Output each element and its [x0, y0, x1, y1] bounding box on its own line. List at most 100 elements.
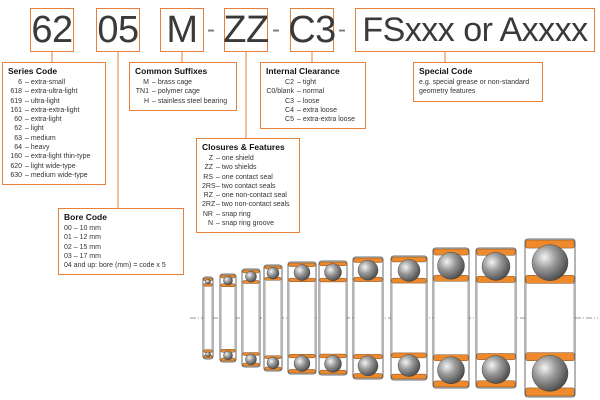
bearing-section — [219, 273, 237, 363]
bearing-section — [475, 247, 517, 389]
code-row: C3– loose — [266, 97, 360, 106]
code-description: – one non-contact seal — [216, 192, 287, 200]
code-key: 2RS — [202, 182, 216, 190]
code-row: 2RZ– two non-contact seals — [202, 200, 294, 209]
code-key: 620 — [10, 162, 22, 170]
code-description: – snap ring — [216, 210, 251, 218]
code-key: C5 — [285, 116, 294, 124]
code-key: C4 — [285, 106, 294, 114]
text-row: 03 – 17 mm — [64, 252, 101, 260]
code-key: RZ — [203, 192, 213, 200]
code-key: Z — [208, 155, 213, 162]
code-key: 6 — [18, 79, 22, 86]
code-key: 618 — [10, 88, 22, 96]
code-key: C2 — [285, 79, 294, 86]
code-description: – two non-contact seals — [216, 201, 290, 209]
code-description: – extra loose — [297, 106, 338, 114]
code-row: 160– extra-light thin-type — [8, 152, 100, 161]
code-description: – stainless steel bearing — [152, 97, 228, 105]
code-description: – one shield — [216, 155, 254, 162]
code-description: – snap ring groove — [216, 220, 274, 228]
closures-title: Closures & Features — [202, 142, 285, 152]
suffix-code-box: M — [160, 8, 204, 52]
code-description: – medium — [25, 134, 56, 142]
code-description: – extra-light thin-type — [25, 153, 91, 161]
code-key: 161 — [10, 106, 22, 114]
special-code-title: Special Code — [419, 66, 473, 76]
bearing-section — [241, 268, 261, 368]
code-row: RZ– one non-contact seal — [202, 191, 294, 200]
code-description: – one contact seal — [216, 173, 273, 181]
code-key: 619 — [10, 97, 22, 105]
code-row: M– brass cage — [135, 78, 231, 87]
bearing-section — [390, 255, 428, 381]
code-key: RS — [203, 173, 213, 181]
code-description: – extra-light — [25, 116, 62, 124]
code-key: C3 — [285, 97, 294, 105]
common-suffixes-title: Common Suffixes — [135, 66, 208, 76]
code-row: 63– medium — [8, 134, 100, 143]
clearance-code-box: C3 — [288, 8, 336, 52]
text-row: e.g. special grease or non-standard — [419, 79, 530, 86]
code-key: 63 — [14, 134, 22, 142]
code-key: ZZ — [204, 164, 213, 172]
code-row: H– stainless steel bearing — [135, 97, 231, 106]
internal-clearance-title: Internal Clearance — [266, 66, 340, 76]
code-row: 2RS– two contact seals — [202, 182, 294, 191]
code-key: C0/blank — [266, 88, 294, 96]
code-key: 630 — [10, 171, 22, 179]
code-row: ZZ– two shields — [202, 163, 294, 172]
series-code-title: Series Code — [8, 66, 58, 76]
text-row: geometry features — [419, 88, 476, 96]
code-description: – polymer cage — [152, 88, 200, 96]
code-key: NR — [202, 210, 213, 218]
code-description: – extra-extra-light — [25, 106, 80, 114]
text-row: 00 – 10 mm — [64, 225, 101, 232]
code-row: C2– tight — [266, 78, 360, 87]
bearing-section — [202, 276, 214, 360]
bearing-section — [318, 260, 348, 376]
special-code-list: e.g. special grease or non-standard geome… — [419, 78, 537, 97]
code-key: 62 — [14, 125, 22, 133]
text-row: 04 and up: bore (mm) = code x 5 — [64, 262, 166, 270]
code-row: NR– snap ring — [202, 210, 294, 219]
code-row: 618– extra-ultra-light — [8, 87, 100, 96]
code-row: C5– extra-extra loose — [266, 115, 360, 124]
code-row: 619– ultra-light — [8, 97, 100, 106]
bearing-section — [432, 247, 470, 389]
code-description: – heavy — [25, 144, 50, 152]
code-row: 630– medium wide-type — [8, 171, 100, 180]
separator-1: - — [207, 16, 215, 43]
code-description: – extra-ultra-light — [25, 88, 78, 96]
code-row: N– snap ring groove — [202, 219, 294, 228]
code-row: 6– extra-small — [8, 78, 100, 87]
code-row: Z– one shield — [202, 154, 294, 163]
bearing-section — [524, 238, 576, 398]
bearing-section — [263, 264, 283, 372]
code-key: TN1 — [135, 88, 149, 96]
code-key: 60 — [14, 116, 22, 124]
code-description: – tight — [297, 79, 317, 86]
code-row: 62– light — [8, 124, 100, 133]
code-description: – extra-small — [25, 79, 66, 86]
code-key: 2RZ — [202, 201, 216, 209]
code-description: – ultra-light — [25, 97, 60, 105]
text-row: 02 – 15 mm — [64, 243, 101, 251]
text-row: 01 – 12 mm — [64, 234, 101, 242]
code-row: 60– extra-light — [8, 115, 100, 124]
code-row: TN1– polymer cage — [135, 87, 231, 96]
code-row: 620– light wide-type — [8, 162, 100, 171]
bearing-section — [352, 256, 384, 380]
code-description: – extra-extra loose — [297, 116, 355, 124]
code-description: – two shields — [216, 164, 257, 172]
special-code-box: FSxxx or Axxxx — [355, 8, 595, 52]
code-description: – loose — [297, 97, 320, 105]
